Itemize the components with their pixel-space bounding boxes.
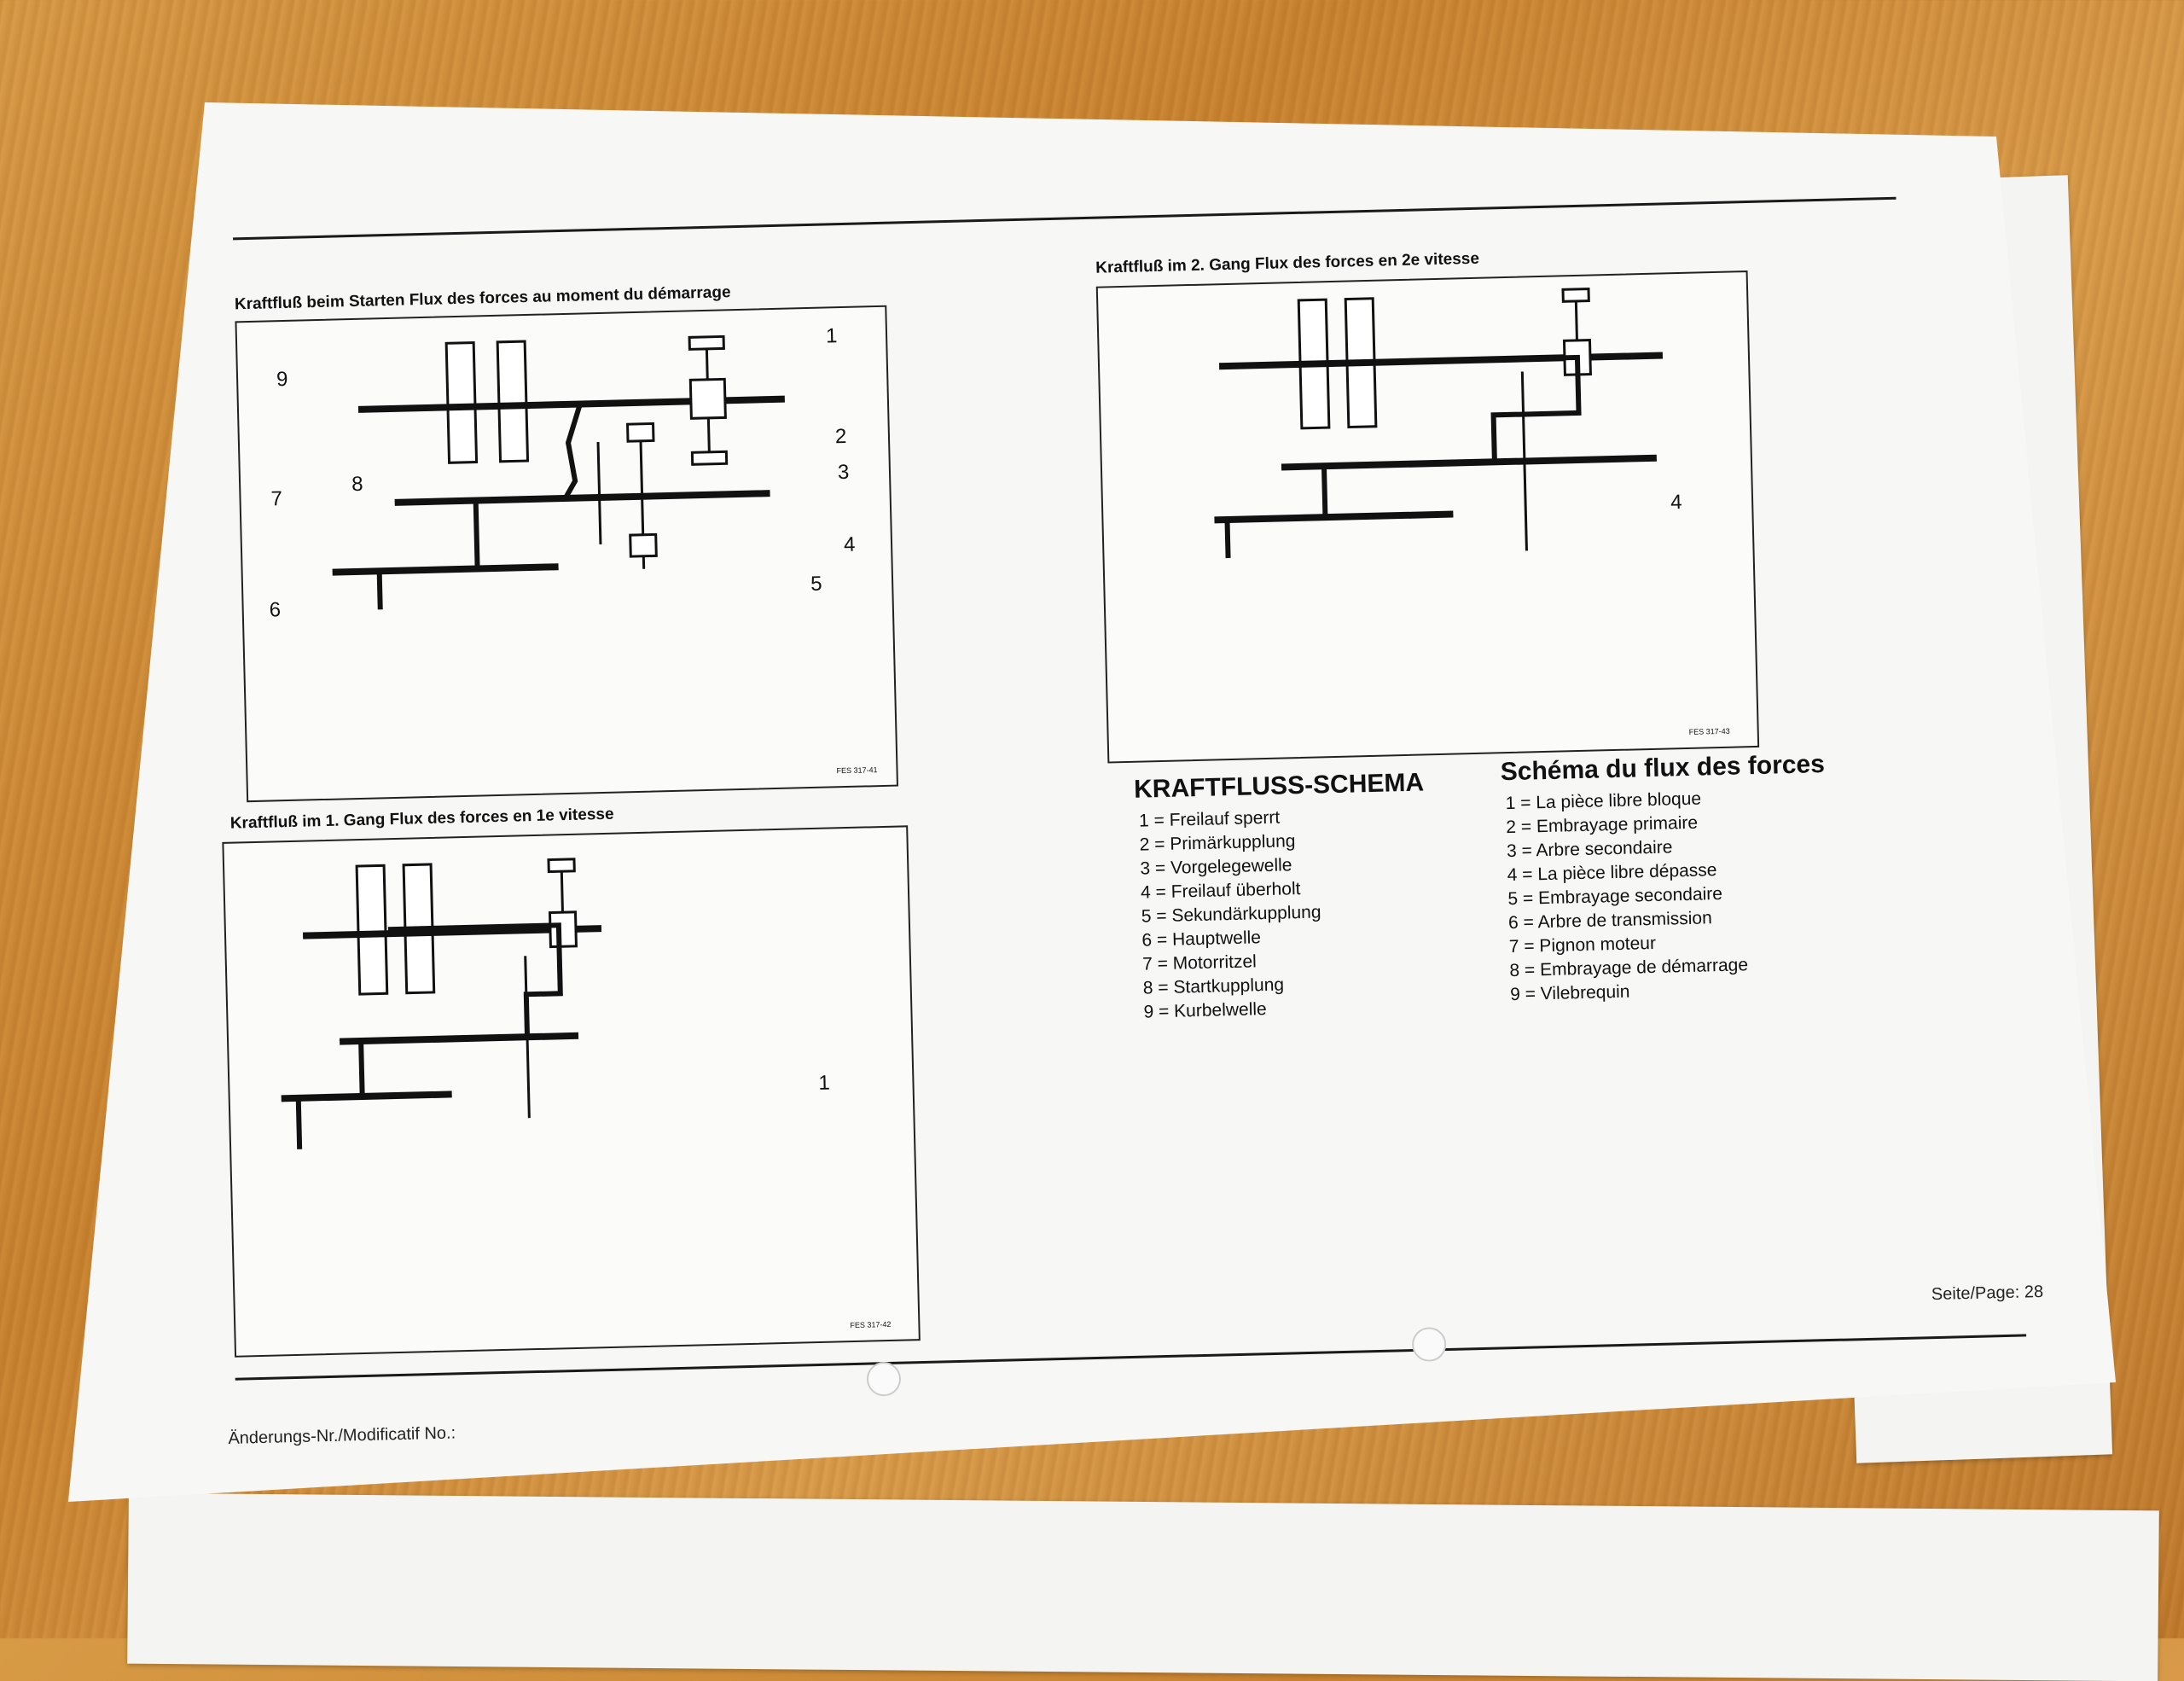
legend-item: 9 = Kurbelwelle: [1143, 999, 1267, 1022]
callout-4: 4: [844, 533, 856, 556]
document-page: Kraftfluß beim Starten Flux des forces a…: [222, 196, 2044, 1448]
punch-hole: [866, 1361, 902, 1397]
callout-5: 5: [810, 573, 822, 596]
diagram-start: 9 8 7 6 1 2 3 4 5 FES 317-41: [235, 305, 898, 803]
legend-fr: 1 = La pièce libre bloque 2 = Embrayage …: [1505, 786, 1749, 1007]
legend-item: 2 = Primärkupplung: [1139, 831, 1296, 855]
diagram-code: FES 317-41: [836, 765, 877, 775]
callout-1: 1: [826, 324, 838, 347]
diagram-first-gear-svg: 1 FES 317-42: [281, 858, 892, 1329]
callout-8: 8: [351, 473, 363, 496]
callout-4: 4: [1670, 491, 1682, 514]
diagram-code: FES 317-42: [850, 1320, 891, 1329]
legend-fr-title: Schéma du flux des forces: [1500, 750, 1826, 787]
diagram-first-gear: 1 FES 317-42: [222, 825, 921, 1358]
diagram-start-svg: 9 8 7 6 1 2 3 4 5 FES 317-41: [269, 324, 877, 775]
legend-de-title: KRAFTFLUSS-SCHEMA: [1133, 768, 1425, 804]
callout-2: 2: [835, 425, 847, 448]
diagram-second-gear: 4 FES 317-43: [1095, 270, 1760, 764]
callout-1: 1: [818, 1072, 830, 1095]
punch-hole: [1411, 1327, 1447, 1363]
diagram-first-gear-caption: Kraftfluß im 1. Gang Flux des forces en …: [229, 805, 614, 833]
diagram-start-caption: Kraftfluß beim Starten Flux des forces a…: [234, 283, 731, 314]
legend-item: 5 = Sekundärkupplung: [1141, 902, 1321, 927]
diagram-second-gear-caption: Kraftfluß im 2. Gang Flux des forces en …: [1095, 249, 1480, 277]
callout-3: 3: [838, 461, 850, 484]
diagram-code: FES 317-43: [1689, 727, 1730, 736]
top-rule: [233, 196, 1896, 241]
page-number: Seite/Page: 28: [1931, 1282, 2044, 1305]
callout-7: 7: [270, 487, 282, 510]
modification-number-label: Änderungs-Nr./Modificatif No.:: [228, 1423, 456, 1448]
callout-9: 9: [276, 368, 288, 391]
diagram-second-gear-svg: 4 FES 317-43: [1214, 288, 1730, 736]
legend-item: 9 = Vilebrequin: [1509, 981, 1630, 1005]
legend-de: 1 = Freilauf sperrt 2 = Primärkupplung 3…: [1139, 806, 1324, 1025]
callout-6: 6: [269, 598, 281, 621]
